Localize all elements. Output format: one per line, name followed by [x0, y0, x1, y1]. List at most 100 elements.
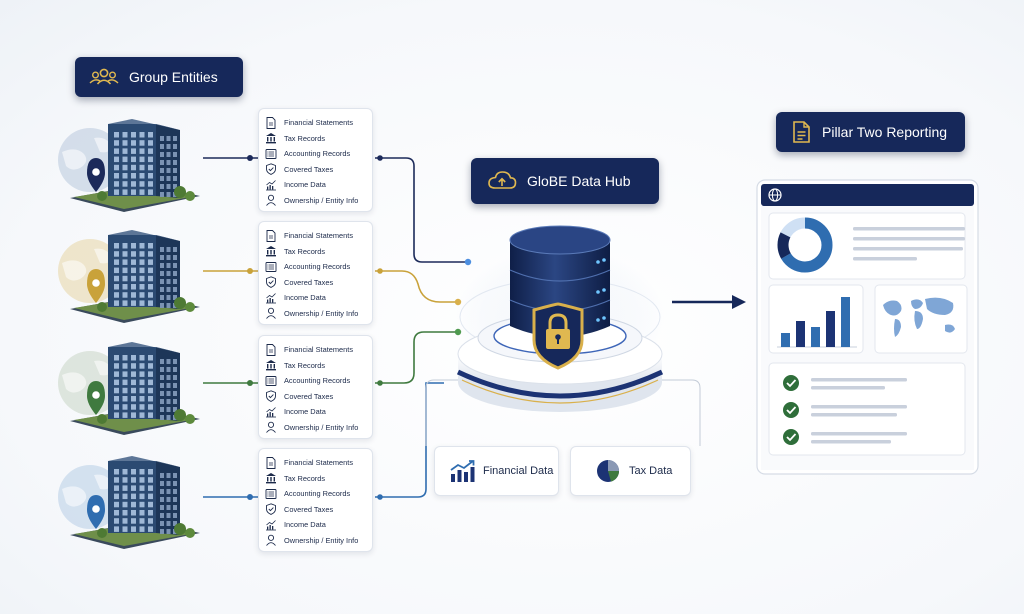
data-item: Tax Records [265, 471, 372, 487]
data-item: Accounting Records [265, 373, 372, 389]
data-item-label: Financial Statements [284, 345, 354, 355]
check-icon [783, 429, 799, 445]
person-icon [266, 422, 276, 434]
financial-data-card: Financial Data [434, 446, 559, 496]
connector-dot [247, 380, 253, 386]
report-bar-chart [777, 297, 857, 348]
location-pin-icon [87, 269, 105, 303]
bank-icon [266, 246, 276, 257]
person-icon [266, 195, 276, 207]
data-item: Tax Records [265, 358, 372, 374]
data-item: Accounting Records [265, 146, 372, 162]
ledger-icon [265, 375, 277, 386]
data-item-label: Tax Records [284, 473, 326, 483]
data-item-label: Income Data [284, 520, 326, 530]
data-item: Income Data [265, 404, 372, 420]
document-icon [266, 116, 276, 129]
cloud-upload-icon [488, 171, 517, 189]
data-item-label: Financial Statements [284, 231, 354, 241]
person-icon [266, 308, 276, 320]
data-item: Tax Records [265, 131, 372, 147]
data-item: Tax Records [265, 244, 372, 260]
lock-icon [532, 302, 584, 370]
data-item: Income Data [265, 177, 372, 193]
data-item: Covered Taxes [265, 502, 372, 518]
line-chart-icon [266, 519, 276, 531]
data-item: Covered Taxes [265, 162, 372, 178]
data-item: Income Data [265, 290, 372, 306]
reporting-title-label: Pillar Two Reporting [822, 124, 948, 140]
tax-data-card: Tax Data [570, 446, 691, 496]
data-item-label: Covered Taxes [284, 164, 334, 174]
ledger-icon [265, 488, 277, 499]
location-pin-icon [87, 158, 105, 192]
group-entity-1 [58, 119, 200, 212]
data-item: Ownership / Entity Info [265, 533, 372, 549]
bar-chart-icon [450, 460, 475, 482]
world-map [883, 297, 955, 337]
pillar-two-reporting-title: Pillar Two Reporting [776, 112, 965, 152]
data-item: Covered Taxes [265, 389, 372, 405]
globe-graphic [58, 128, 122, 192]
ledger-icon [265, 148, 277, 159]
globe-graphic [58, 239, 122, 303]
line-chart-icon [266, 292, 276, 304]
group-entity-4 [58, 456, 200, 549]
data-item: Covered Taxes [265, 275, 372, 291]
connector-card-3-hub [375, 331, 458, 384]
data-item: Financial Statements [265, 455, 372, 471]
donut-chart [777, 217, 833, 273]
data-item-label: Income Data [284, 293, 326, 303]
data-item-label: Accounting Records [284, 149, 351, 159]
globe-data-hub [456, 225, 664, 412]
shield-check-icon [266, 276, 276, 289]
document-icon [266, 229, 276, 242]
shield-check-icon [266, 163, 276, 176]
pillar-two-report-screen [756, 179, 979, 475]
globe-icon [768, 188, 782, 202]
document-icon [266, 456, 276, 469]
ledger-icon [265, 261, 277, 272]
data-item-label: Tax Records [284, 360, 326, 370]
bank-icon [266, 473, 276, 484]
check-icon [783, 402, 799, 418]
connector-dot [247, 268, 253, 274]
line-chart-icon [266, 406, 276, 418]
group-entity-2 [58, 230, 200, 323]
financial-data-label: Financial Data [483, 465, 554, 477]
data-item: Ownership / Entity Info [265, 193, 372, 209]
data-item-label: Financial Statements [284, 118, 354, 128]
data-item-label: Tax Records [284, 133, 326, 143]
data-item-label: Income Data [284, 180, 326, 190]
data-item: Ownership / Entity Info [265, 420, 372, 436]
data-item-label: Accounting Records [284, 376, 351, 386]
location-pin-icon [87, 381, 105, 415]
globe-graphic [58, 465, 122, 529]
arrow-head [732, 295, 746, 309]
data-item-label: Accounting Records [284, 489, 351, 499]
data-item: Financial Statements [265, 228, 372, 244]
data-item-label: Ownership / Entity Info [284, 535, 359, 545]
group-icon [89, 68, 119, 85]
person-icon [266, 535, 276, 547]
shield-check-icon [266, 503, 276, 516]
data-item: Accounting Records [265, 486, 372, 502]
bank-icon [266, 133, 276, 144]
connector-card-4-hub [375, 382, 444, 498]
bank-icon [266, 360, 276, 371]
connector-dot [247, 494, 253, 500]
group-entities-label: Group Entities [129, 69, 218, 85]
group-entities-title: Group Entities [75, 57, 243, 97]
document-icon [793, 121, 810, 143]
database-top [509, 225, 611, 255]
connector-card-2-hub [375, 270, 458, 303]
data-item-label: Ownership / Entity Info [284, 195, 359, 205]
pie-chart-icon [597, 460, 619, 482]
data-item-label: Accounting Records [284, 262, 351, 272]
data-item: Ownership / Entity Info [265, 306, 372, 322]
data-item-label: Financial Statements [284, 458, 354, 468]
